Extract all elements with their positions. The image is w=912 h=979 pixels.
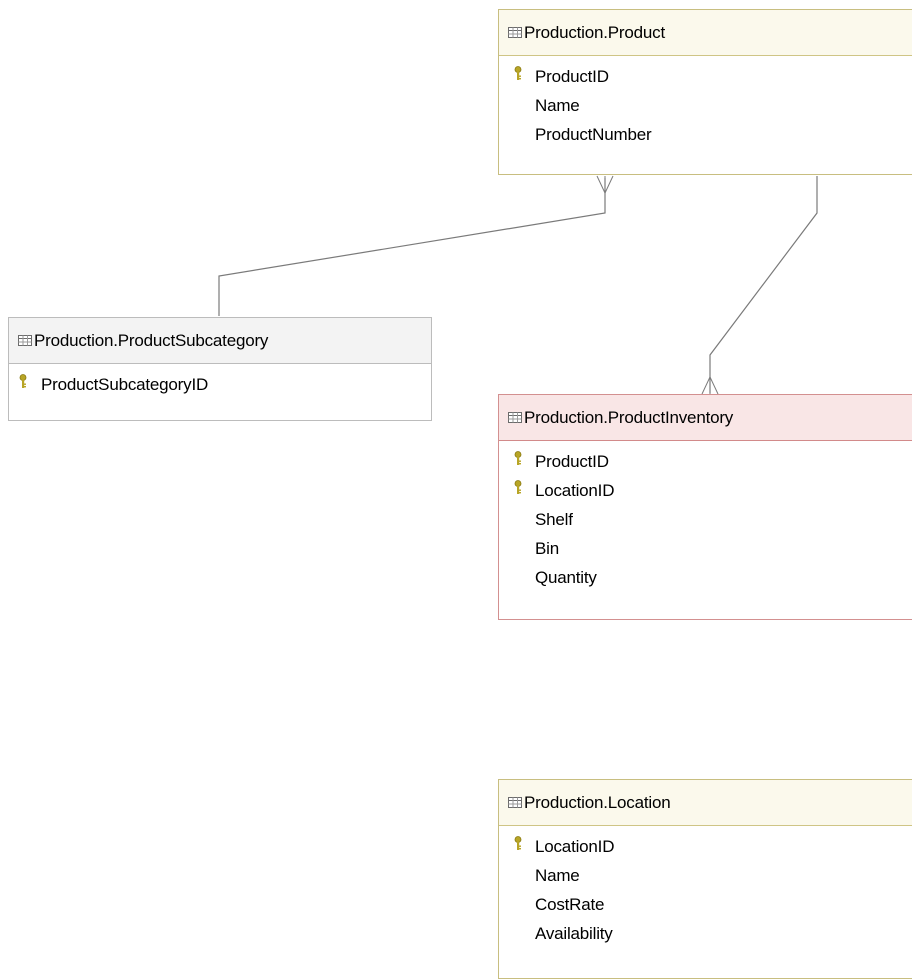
key-slot <box>499 120 535 149</box>
field-row[interactable]: LocationID <box>499 832 912 861</box>
field-row[interactable]: Shelf <box>499 505 912 534</box>
field-name: Bin <box>535 538 559 558</box>
table-grid-icon <box>18 335 32 346</box>
field-name: LocationID <box>535 836 615 856</box>
field-row[interactable]: ProductNumber <box>499 120 912 149</box>
table-production-product[interactable]: Production.Product ProductID Name Produc… <box>498 9 912 175</box>
field-row[interactable]: ProductID <box>499 62 912 91</box>
table-title: Production.ProductSubcategory <box>34 330 269 350</box>
field-name: Name <box>535 95 580 115</box>
table-header[interactable]: Production.ProductInventory <box>499 395 912 441</box>
many-crowfoot-icon <box>701 376 719 395</box>
field-name: ProductID <box>535 66 609 86</box>
field-name: Quantity <box>535 567 597 587</box>
table-header[interactable]: Production.Location <box>499 780 912 826</box>
field-row[interactable]: LocationID <box>499 476 912 505</box>
field-row[interactable]: Availability <box>499 919 912 948</box>
field-name: LocationID <box>535 480 615 500</box>
field-name: Name <box>535 865 580 885</box>
field-row[interactable]: Name <box>499 861 912 890</box>
key-slot <box>499 505 535 534</box>
key-slot <box>499 890 535 919</box>
table-title: Production.ProductInventory <box>524 407 734 427</box>
key-slot <box>499 534 535 563</box>
primary-key-icon <box>514 480 522 494</box>
key-slot <box>499 832 535 861</box>
field-row[interactable]: ProductSubcategoryID <box>9 370 431 399</box>
primary-key-icon <box>514 836 522 850</box>
field-row[interactable]: Name <box>499 91 912 120</box>
table-title: Production.Product <box>524 22 665 42</box>
table-production-productinventory[interactable]: Production.ProductInventory ProductID <box>498 394 912 620</box>
field-name: Availability <box>535 923 613 943</box>
table-header[interactable]: Production.ProductSubcategory <box>9 318 431 364</box>
key-slot <box>499 91 535 120</box>
table-grid-icon <box>508 412 522 423</box>
field-row[interactable]: CostRate <box>499 890 912 919</box>
primary-key-icon <box>19 374 27 388</box>
key-slot <box>499 62 535 91</box>
key-slot <box>499 861 535 890</box>
key-slot <box>9 370 45 399</box>
many-crowfoot-icon <box>596 175 614 194</box>
key-slot <box>499 447 535 476</box>
table-production-productsubcategory[interactable]: Production.ProductSubcategory ProductSub… <box>8 317 432 421</box>
primary-key-icon <box>514 451 522 465</box>
field-name: CostRate <box>535 894 605 914</box>
field-name: ProductSubcategoryID <box>41 374 209 394</box>
table-production-location[interactable]: Production.Location LocationID Name Cost… <box>498 779 912 979</box>
field-row[interactable]: Bin <box>499 534 912 563</box>
table-header[interactable]: Production.Product <box>499 10 912 56</box>
key-slot <box>499 919 535 948</box>
primary-key-icon <box>514 66 522 80</box>
key-slot <box>499 563 535 592</box>
table-grid-icon <box>508 797 522 808</box>
field-list: ProductID Name ProductNumber <box>499 56 912 157</box>
table-title: Production.Location <box>524 792 671 812</box>
field-name: Shelf <box>535 509 573 529</box>
key-slot <box>499 476 535 505</box>
field-name: ProductNumber <box>535 124 652 144</box>
table-grid-icon <box>508 27 522 38</box>
relationship-product-inventory[interactable] <box>701 176 818 395</box>
field-list: ProductID LocationID Shelf Bin Quantity <box>499 441 912 600</box>
field-row[interactable]: Quantity <box>499 563 912 592</box>
relationship-line <box>709 176 818 393</box>
field-list: ProductSubcategoryID <box>9 364 431 407</box>
relationship-line <box>218 178 606 316</box>
field-row[interactable]: ProductID <box>499 447 912 476</box>
relationship-subcategory-product[interactable] <box>218 175 614 316</box>
field-name: ProductID <box>535 451 609 471</box>
field-list: LocationID Name CostRate Availability <box>499 826 912 956</box>
